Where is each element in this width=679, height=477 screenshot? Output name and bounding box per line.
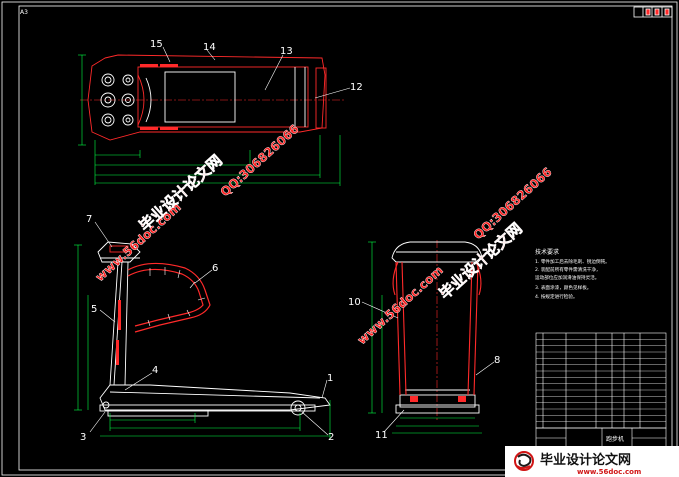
- part-label-3: 3: [80, 432, 86, 443]
- tech-req-item-4: 3. 表面涂漆，颜色见样板。: [535, 284, 591, 291]
- footer-url: www.56doc.com: [577, 468, 641, 476]
- top-view: 15 14 13 12: [78, 39, 363, 186]
- tech-req-item-3: 运动部位应加润滑油保持灵活。: [535, 274, 599, 281]
- part-label-14: 14: [203, 42, 216, 53]
- window-controls-icon[interactable]: [633, 6, 673, 18]
- parts-list-table: [535, 332, 667, 429]
- front-view: 10 8 11: [348, 240, 500, 441]
- part-label-6: 6: [212, 263, 218, 274]
- technical-requirements: 技术要求 1. 零件加工后去除毛刺、锐边倒钝。 2. 装配前所有零件需清洗干净，…: [535, 248, 610, 300]
- part-label-1: 1: [327, 373, 333, 384]
- tech-req-item-5: 4. 按规定进行检验。: [535, 293, 578, 300]
- part-label-15: 15: [150, 39, 163, 50]
- part-label-4: 4: [152, 365, 158, 376]
- part-label-8: 8: [494, 355, 500, 366]
- watermark-qq: QQ:306826066: [218, 122, 302, 200]
- part-label-11: 11: [375, 430, 388, 441]
- title-block-drawing-name: 跑步机: [606, 435, 624, 443]
- sheet-size-label: A3: [20, 9, 28, 16]
- tech-req-item-2: 2. 装配前所有零件需清洗干净，: [535, 266, 601, 273]
- part-label-5: 5: [91, 304, 97, 315]
- footer-title: 毕业设计论文网: [540, 452, 631, 468]
- watermark-group-left: 毕业设计论文网 QQ:306826066 www.56doc.com: [92, 121, 302, 284]
- part-label-13: 13: [280, 46, 293, 57]
- part-label-7: 7: [86, 214, 92, 225]
- parts-list-rows: [536, 339, 666, 422]
- watermark-group-right: QQ:306826066 毕业设计论文网 www.56doc.com: [354, 164, 554, 347]
- side-view: 7 6 5 4 1 2 3: [74, 214, 334, 443]
- swirl-logo-icon: [514, 451, 534, 471]
- part-label-2: 2: [328, 432, 334, 443]
- footer-banner: 毕业设计论文网 www.56doc.com: [505, 446, 679, 477]
- title-block: [535, 427, 667, 449]
- part-label-10: 10: [348, 297, 361, 308]
- part-label-12: 12: [350, 82, 363, 93]
- tech-req-title: 技术要求: [535, 248, 559, 256]
- watermark-site-2: www.56doc.com: [355, 263, 446, 347]
- tech-req-item-1: 1. 零件加工后去除毛刺、锐边倒钝。: [535, 258, 610, 265]
